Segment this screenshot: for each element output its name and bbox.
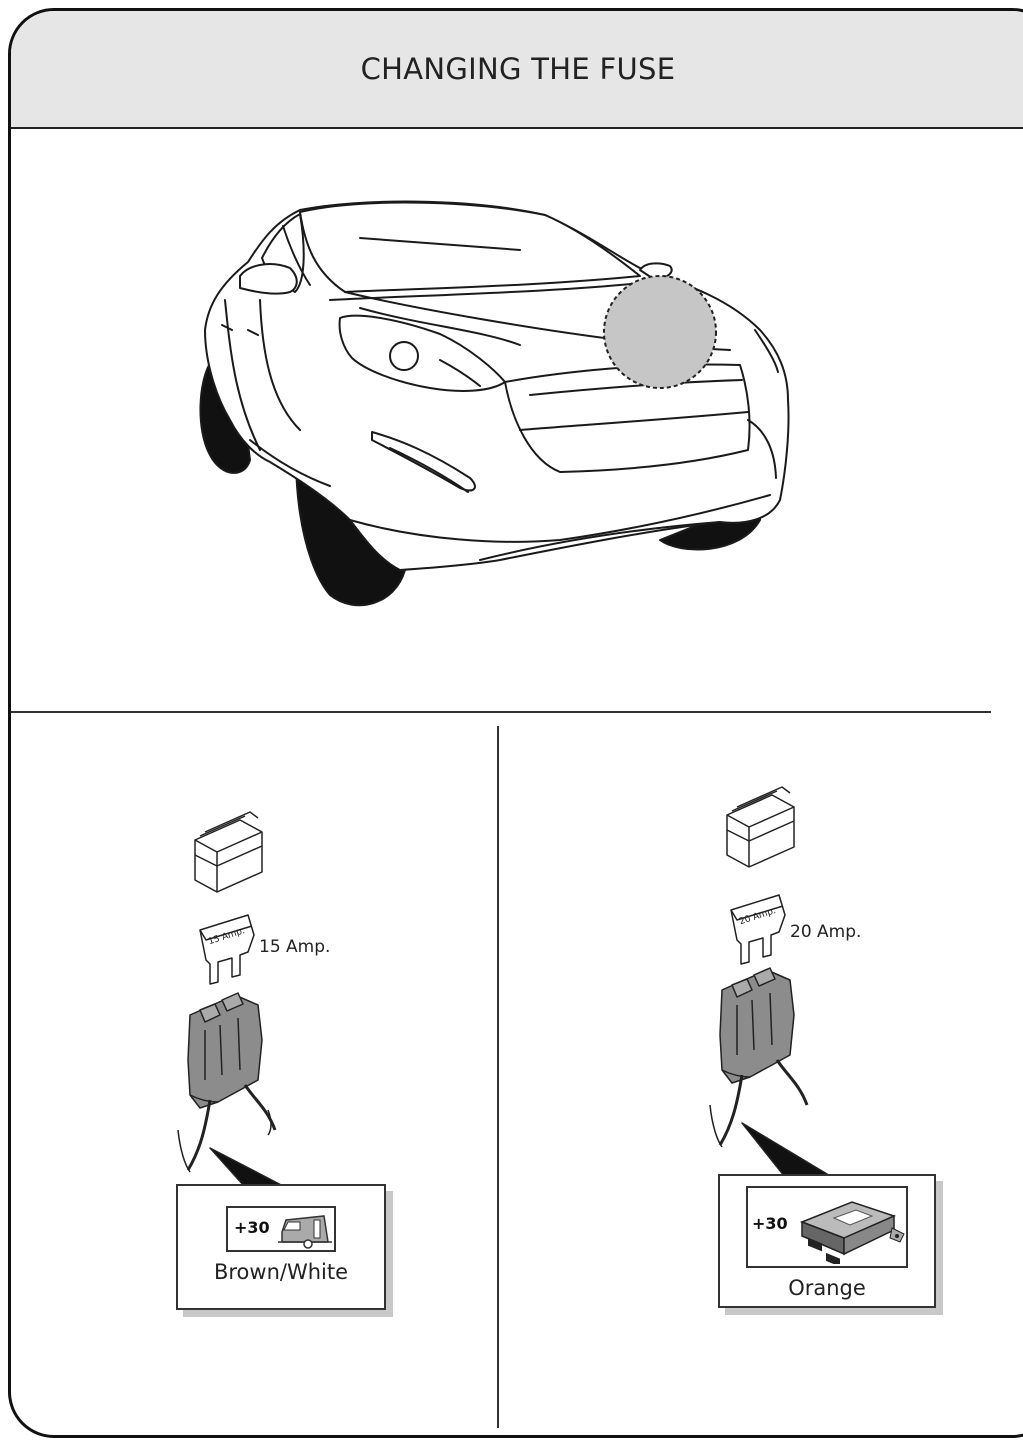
right-fuse-cover-icon	[727, 787, 794, 867]
control-module-icon	[794, 1194, 906, 1264]
right-fuse-holder-icon	[710, 968, 807, 1147]
right-blade-fuse-icon: 20 Amp.	[731, 895, 785, 964]
right-wire-label-box: +30 Orange	[718, 1174, 936, 1308]
right-terminal-icon-box: +30	[746, 1186, 908, 1268]
right-terminal-code: +30	[752, 1214, 788, 1233]
right-wire-color: Orange	[720, 1276, 934, 1300]
right-fuse-rating: 20 Amp.	[790, 922, 861, 942]
right-callout-pointer	[742, 1123, 832, 1177]
